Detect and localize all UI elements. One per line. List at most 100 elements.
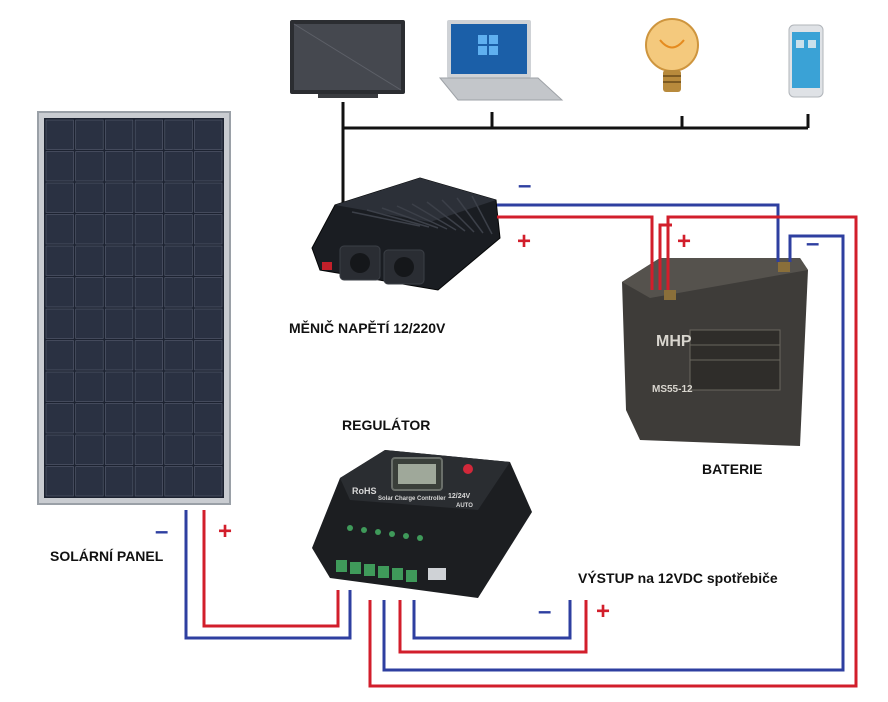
tv-appliance [290, 20, 405, 98]
regulator-indicator [417, 535, 423, 541]
solar-cell [75, 466, 104, 497]
solar-cell [45, 340, 74, 371]
solar-cell [45, 434, 74, 465]
solar-cell [75, 308, 104, 339]
solar-cell [164, 277, 193, 308]
regulator-device: RoHS Solar Charge Controller 12/24V AUTO [312, 450, 532, 598]
solar-cell [75, 151, 104, 182]
battery-brand-text: MHP [656, 333, 692, 350]
battery-plus-sign: + [677, 228, 692, 255]
solar-cell [194, 308, 223, 339]
solar-cell [105, 371, 134, 402]
solar-cell [75, 245, 104, 276]
solar-cell [105, 119, 134, 150]
solar-cell [164, 182, 193, 213]
solar-cell [45, 151, 74, 182]
solar-panel-label: SOLÁRNÍ PANEL [50, 548, 164, 564]
solar-cell [134, 277, 163, 308]
solar-cell [75, 371, 104, 402]
solar-cell [134, 466, 163, 497]
phone-appliance [788, 24, 824, 98]
solar-cell [45, 277, 74, 308]
inverter-negative-wire [497, 203, 780, 262]
inverter-fin [366, 209, 430, 228]
solar-cell [194, 245, 223, 276]
solar-cell [164, 403, 193, 434]
solar-cell [105, 277, 134, 308]
solar-cell [164, 214, 193, 245]
solar-cell [194, 277, 223, 308]
solar-cell [194, 214, 223, 245]
regulator-voltage-text: 12/24V [448, 493, 471, 500]
output-minus-sign: – [538, 598, 552, 625]
solar-cell [134, 340, 163, 371]
regulator-indicator [389, 531, 395, 537]
regulator-mode-text: AUTO [456, 503, 473, 509]
inverter-device [311, 177, 501, 291]
regulator-terminal [336, 560, 347, 572]
solar-cell [194, 434, 223, 465]
regulator-terminal [392, 568, 403, 580]
solar-cell [105, 245, 134, 276]
output-label: VÝSTUP na 12VDC spotřebiče [578, 570, 778, 586]
panel-positive-wire [202, 510, 340, 628]
inverter-fin [441, 199, 475, 233]
regulator-indicator [375, 529, 381, 535]
solar-cell [45, 182, 74, 213]
output-plus-sign: + [596, 598, 611, 625]
inverter-plus-sign: + [517, 228, 532, 255]
output-positive-wire [398, 600, 588, 654]
solar-cell [194, 371, 223, 402]
inverter-fin [471, 195, 493, 235]
regulator-terminal [378, 566, 389, 578]
solar-cell [164, 371, 193, 402]
battery-label: BATERIE [702, 461, 763, 477]
solar-cell [45, 245, 74, 276]
inverter-label: MĚNIČ NAPĚTÍ 12/220V [289, 320, 446, 336]
inverter-minus-sign: – [518, 172, 532, 199]
solar-cell [134, 214, 163, 245]
regulator-terminal [406, 570, 417, 582]
laptop-appliance [438, 20, 564, 101]
solar-cell [164, 340, 193, 371]
solar-cell [105, 182, 134, 213]
inverter-fin [456, 197, 484, 234]
panel-plus-sign: + [218, 518, 233, 545]
solar-cell [194, 403, 223, 434]
regulator-terminal [350, 562, 361, 574]
inverter-fin [381, 207, 439, 229]
battery-positive-wire [368, 215, 858, 688]
solar-cell [194, 119, 223, 150]
solar-cell [194, 340, 223, 371]
inverter-fin [411, 203, 457, 231]
solar-cell [75, 182, 104, 213]
solar-cell [105, 434, 134, 465]
solar-cell [75, 119, 104, 150]
solar-cell [194, 151, 223, 182]
solar-cell [134, 182, 163, 213]
regulator-indicator [361, 527, 367, 533]
inverter-fin [396, 205, 448, 230]
solar-cell [164, 151, 193, 182]
solar-cell [105, 214, 134, 245]
solar-cell [134, 403, 163, 434]
solar-cell [75, 214, 104, 245]
solar-cell [45, 119, 74, 150]
solar-cell [45, 371, 74, 402]
solar-cell [164, 466, 193, 497]
inverter-fin [351, 211, 421, 227]
panel-negative-wire [184, 510, 352, 640]
inverter-positive-wire [497, 215, 654, 290]
solar-cell [75, 277, 104, 308]
regulator-rohs-text: RoHS [352, 486, 377, 496]
solar-cell [105, 403, 134, 434]
output-negative-wire [412, 600, 572, 640]
solar-cell [45, 466, 74, 497]
battery-negative-wire [382, 234, 845, 672]
solar-cell [134, 151, 163, 182]
panel-minus-sign: – [155, 518, 169, 545]
battery-model-text: MS55-12 [652, 384, 693, 395]
bulb-appliance [645, 18, 699, 92]
solar-cell [134, 308, 163, 339]
